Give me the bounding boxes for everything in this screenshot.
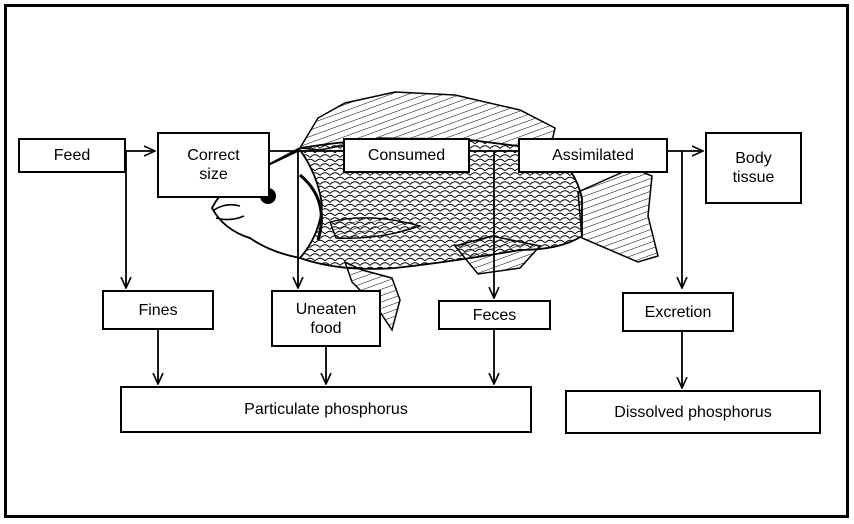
feces-box: Feces: [438, 300, 551, 330]
body-tissue-box: Body tissue: [705, 132, 802, 204]
dissolved-phosphorus-box: Dissolved phosphorus: [565, 390, 821, 434]
excretion-box: Excretion: [622, 292, 734, 332]
uneaten-food-box: Uneaten food: [271, 290, 381, 347]
correct-size-box: Correct size: [157, 132, 270, 198]
fines-box: Fines: [102, 290, 214, 330]
fish-tail-fin: [578, 168, 658, 262]
consumed-box: Consumed: [343, 138, 470, 173]
feed-box: Feed: [18, 138, 126, 173]
particulate-phosphorus-box: Particulate phosphorus: [120, 386, 532, 433]
assimilated-box: Assimilated: [518, 138, 668, 173]
